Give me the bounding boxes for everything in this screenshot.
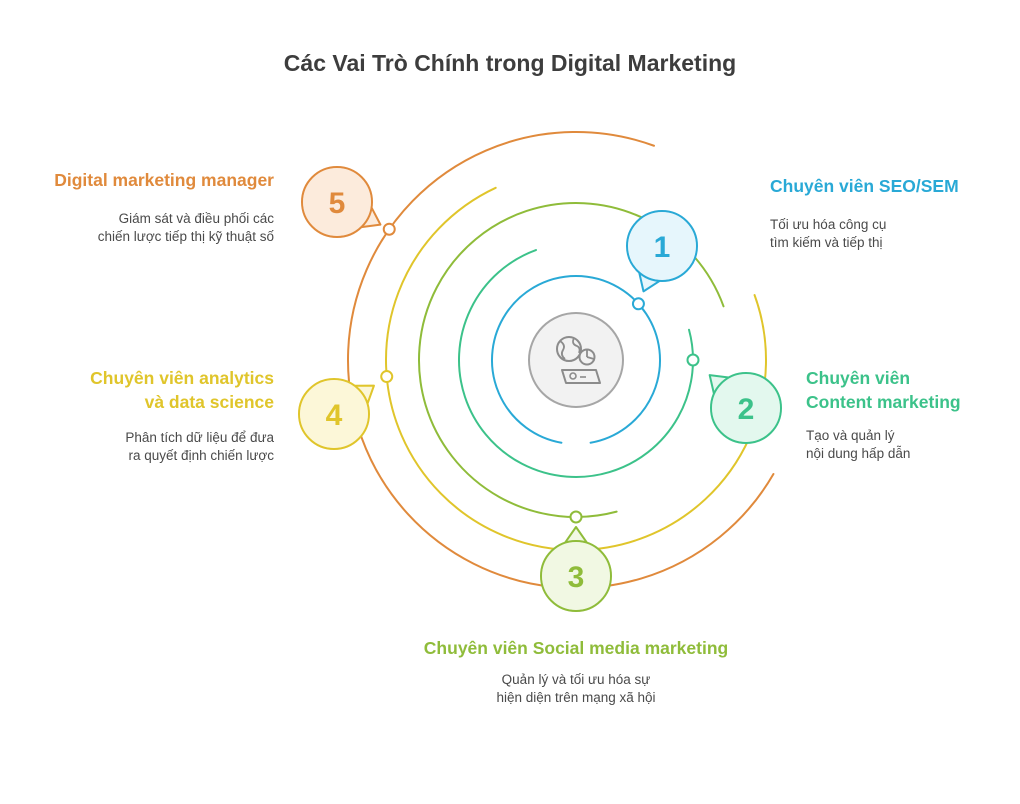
ring-1 (491, 275, 661, 444)
role-1-heading: Chuyên viên SEO/SEM (770, 176, 959, 196)
ring-1-marker (631, 297, 645, 311)
role-1-text: Chuyên viên SEO/SEM Tối ưu hóa công cụ t… (770, 174, 1010, 252)
ring-5-marker (382, 222, 396, 236)
role-3-badge: 3 (540, 526, 612, 612)
role-1-description: Tối ưu hóa công cụ tìm kiếm và tiếp thị (770, 217, 887, 250)
role-3-text: Chuyên viên Social media marketing Quản … (376, 636, 776, 707)
role-3-description: Quản lý và tối ưu hóa sự hiện diện trên … (496, 672, 656, 705)
digital-marketing-icon (528, 312, 624, 408)
role-5-badge-fill (303, 168, 371, 236)
ring-5 (347, 131, 775, 589)
page-title: Các Vai Trò Chính trong Digital Marketin… (283, 50, 737, 76)
role-1-number: 1 (654, 231, 671, 264)
role-2-description: Tạo và quản lý nội dung hấp dẫn (806, 428, 911, 461)
role-3-heading: Chuyên viên Social media marketing (423, 638, 729, 658)
role-2-number: 2 (738, 393, 755, 426)
role-5-description: Giám sát và điều phối các chiến lược tiế… (97, 211, 274, 244)
role-2-heading: Chuyên viên Content marketing (806, 368, 961, 412)
role-4-heading: Chuyên viên analytics và data science (90, 368, 274, 412)
role-4-badge: 4 (298, 378, 375, 450)
role-3-badge-fill (542, 542, 610, 610)
role-4-number: 4 (326, 399, 343, 432)
role-2-badge: 2 (708, 372, 782, 444)
role-1-badge-fill (628, 212, 696, 280)
role-1-badge: 1 (626, 210, 698, 293)
role-5-number: 5 (329, 187, 346, 220)
role-4-description: Phân tích dữ liệu để đưa ra quyết định c… (125, 430, 274, 463)
ring-2-marker (686, 353, 700, 367)
ring-2 (458, 249, 694, 478)
role-5-heading: Digital marketing manager (54, 170, 274, 190)
role-5-badge: 5 (301, 166, 382, 238)
ring-4-marker (380, 370, 394, 384)
role-4-text: Chuyên viên analytics và data science Ph… (34, 366, 274, 465)
role-5-text: Digital marketing manager Giám sát và đi… (14, 168, 274, 246)
ring-3-marker (569, 510, 583, 524)
role-2-text: Chuyên viên Content marketing Tạo và quả… (806, 366, 1006, 463)
role-3-number: 3 (568, 561, 585, 594)
role-4-badge-fill (300, 380, 368, 448)
role-2-badge-fill (712, 374, 780, 442)
